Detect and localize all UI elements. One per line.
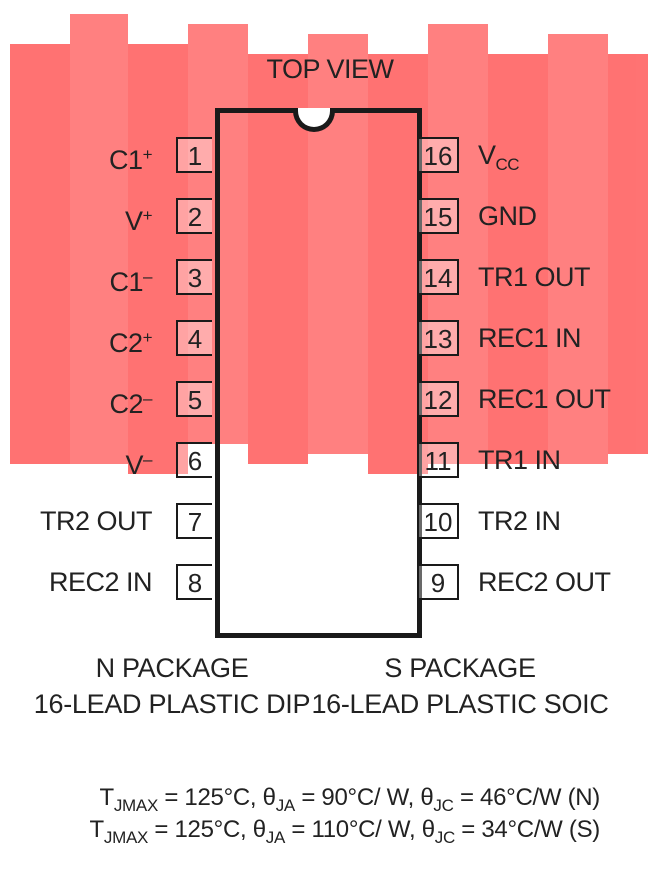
- pin-7-label: TR2 OUT: [39, 506, 153, 536]
- pin-3-label: C1–: [109, 267, 153, 297]
- n-package-name: N PACKAGE: [95, 653, 249, 683]
- pin-9-label: REC2 OUT: [478, 567, 611, 597]
- pin-11-label: TR1 IN: [478, 445, 561, 475]
- pin-16-label: VCC: [478, 140, 520, 174]
- s-package-caption: S PACKAGE 16-LEAD PLASTIC SOIC: [300, 650, 620, 722]
- pin-1-number: 1: [176, 137, 212, 173]
- pin-9-number: 9: [419, 564, 459, 600]
- pin-14-number: 14: [419, 259, 459, 295]
- pin-13-number: 13: [419, 320, 459, 356]
- top-view-title: TOP VIEW: [266, 54, 394, 84]
- pin-13-label: REC1 IN: [478, 323, 582, 353]
- pin-11-number: 11: [419, 442, 459, 478]
- pin-2-label: V+: [125, 206, 152, 236]
- pin-4-label: C2+: [109, 328, 152, 358]
- pin-1-label: C1+: [109, 145, 152, 175]
- pin-4-number: 4: [176, 320, 212, 356]
- pin-5-label: C2–: [109, 389, 153, 419]
- n-package-caption: N PACKAGE 16-LEAD PLASTIC DIP: [22, 650, 322, 722]
- ic-body: [215, 108, 422, 638]
- pin-16-number: 16: [419, 137, 459, 173]
- pin-14-label: TR1 OUT: [478, 262, 591, 292]
- pin-10-label: TR2 IN: [478, 506, 561, 536]
- n-package-desc: 16-LEAD PLASTIC DIP: [33, 689, 311, 719]
- pin-6-number: 6: [176, 442, 212, 478]
- pin-12-label: REC1 OUT: [478, 384, 611, 414]
- pin-8-number: 8: [176, 564, 212, 600]
- thermal-line-n: TJMAX = 125°C, θJA = 90°C/ W, θJC = 46°C…: [99, 784, 600, 815]
- pin-15-number: 15: [419, 198, 459, 234]
- pin-10-number: 10: [419, 503, 459, 539]
- pin-12-number: 12: [419, 381, 459, 417]
- pin-15-label: GND: [478, 201, 537, 231]
- pin-2-number: 2: [176, 198, 212, 234]
- pin-5-number: 5: [176, 381, 212, 417]
- s-package-name: S PACKAGE: [384, 653, 536, 683]
- thermal-line-s: TJMAX = 125°C, θJA = 110°C/ W, θJC = 34°…: [89, 816, 601, 847]
- pin-7-number: 7: [176, 503, 212, 539]
- pin-6-label: V–: [125, 450, 153, 480]
- s-package-desc: 16-LEAD PLASTIC SOIC: [311, 689, 609, 719]
- pin-3-number: 3: [176, 259, 212, 295]
- pin-8-label: REC2 IN: [48, 567, 153, 597]
